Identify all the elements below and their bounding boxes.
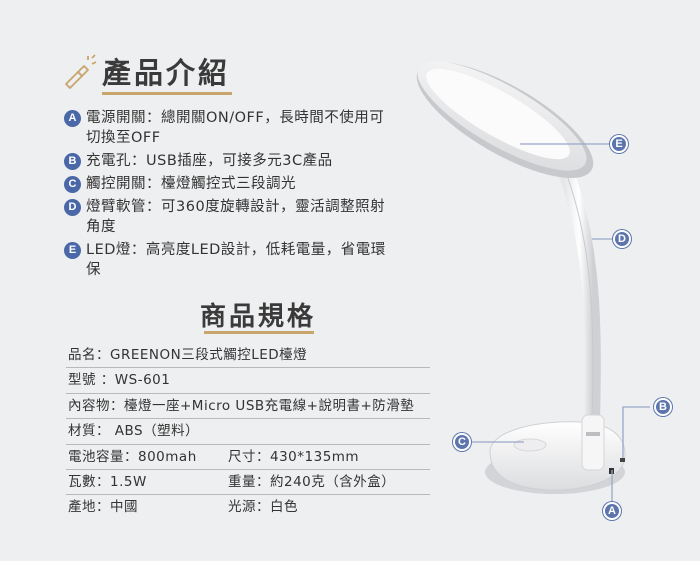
feature-badge: D <box>64 199 81 216</box>
feature-badge: C <box>64 176 81 193</box>
spec-row: 電池容量：800mah 尺寸：430*135mm <box>66 445 430 470</box>
spec-cell: 品名：GREENON三段式觸控LED檯燈 <box>68 347 308 363</box>
spec-cell: 重量：約240克（含外盒） <box>228 473 396 490</box>
callout-c-badge: C <box>453 433 471 451</box>
spec-cell: 光源：白色 <box>228 499 298 516</box>
feature-badge: E <box>64 242 81 259</box>
feature-text: 觸控開關：檯燈觸控式三段調光 <box>86 176 296 192</box>
callout-e-badge: E <box>610 135 628 153</box>
spec-table: 品名：GREENON三段式觸控LED檯燈 型號 ：WS-601 內容物：檯燈一座… <box>66 343 430 521</box>
spec-cell: 電池容量：800mah <box>68 448 197 465</box>
intro-title: 產品介紹 <box>102 56 231 90</box>
spec-row: 產地：中國 光源：白色 <box>66 495 430 520</box>
spec-cell: 尺寸：430*135mm <box>228 448 360 465</box>
spec-title-underline <box>204 331 314 334</box>
feature-item: A 電源開關：總開關ON/OFF，長時間不使用可切換至OFF <box>64 108 394 148</box>
spec-row: 材質： ABS（塑料） <box>66 419 430 445</box>
feature-item: B 充電孔：USB插座，可接多元3C產品 <box>64 151 394 171</box>
feature-text: LED燈：高亮度LED設計，低耗電量，省電環保 <box>86 242 386 278</box>
flashlight-icon <box>65 54 97 89</box>
feature-text: 充電孔：USB插座，可接多元3C產品 <box>86 153 333 169</box>
intro-title-underline <box>102 92 232 95</box>
spec-title: 商品規格 <box>200 302 317 332</box>
intro-header: 產品介紹 <box>62 50 242 100</box>
feature-list: A 電源開關：總開關ON/OFF，長時間不使用可切換至OFF B 充電孔：USB… <box>64 108 394 283</box>
spec-row: 瓦數：1.5W 重量：約240克（含外盒） <box>66 470 430 496</box>
spec-cell: 型號 ：WS-601 <box>68 372 171 389</box>
feature-badge: B <box>64 153 81 170</box>
lamp-image <box>416 61 650 506</box>
spec-cell: 內容物：檯燈一座+Micro USB充電線+說明書+防滑墊 <box>68 397 415 414</box>
feature-item: C 觸控開關：檯燈觸控式三段調光 <box>64 174 394 194</box>
feature-item: E LED燈：高亮度LED設計，低耗電量，省電環保 <box>64 240 394 280</box>
spec-cell: 瓦數：1.5W <box>68 473 147 490</box>
feature-item: D 燈臂軟管：可360度旋轉設計，靈活調整照射角度 <box>64 197 394 237</box>
feature-text: 燈臂軟管：可360度旋轉設計，靈活調整照射角度 <box>86 199 386 235</box>
callout-b-badge: B <box>654 398 672 416</box>
spec-row: 內容物：檯燈一座+Micro USB充電線+說明書+防滑墊 <box>66 394 430 420</box>
lamp-illustration: E D B C A <box>380 60 700 561</box>
spec-row: 型號 ：WS-601 <box>66 368 430 394</box>
callout-a-badge: A <box>603 502 621 520</box>
feature-badge: A <box>64 110 81 127</box>
callout-d-badge: D <box>613 230 631 248</box>
feature-text: 電源開關：總開關ON/OFF，長時間不使用可切換至OFF <box>86 110 385 146</box>
spec-row: 品名：GREENON三段式觸控LED檯燈 <box>66 343 430 369</box>
spec-cell: 材質： ABS（塑料） <box>68 423 200 440</box>
spec-cell: 產地：中國 <box>68 499 138 516</box>
